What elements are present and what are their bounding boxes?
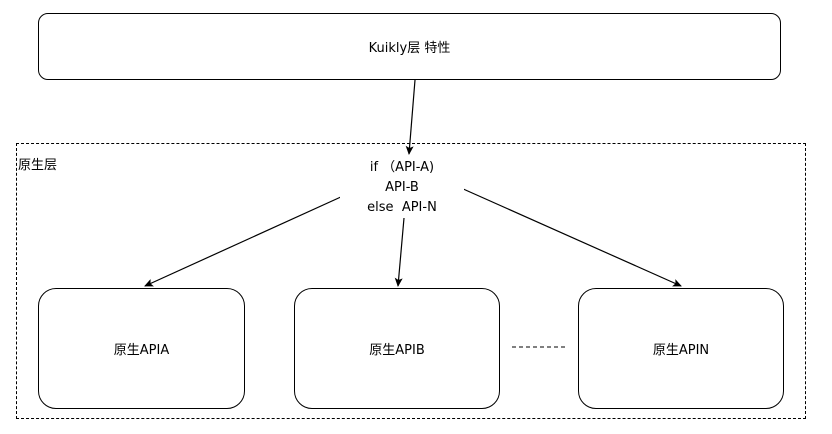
- condition-line-if: if （API-A): [369, 160, 435, 175]
- native-api-b-box[interactable]: 原生APIB: [294, 288, 500, 409]
- arrow-condition-to-api-a: [144, 195, 344, 287]
- kuikly-feature-label: Kuikly层 特性: [368, 41, 451, 56]
- arrow-condition-to-api-n: [460, 187, 682, 287]
- arrow-condition-to-api-b: [394, 217, 405, 287]
- native-api-n-label: 原生APIN: [652, 343, 710, 358]
- native-api-n-box[interactable]: 原生APIN: [578, 288, 784, 409]
- native-layer-label: 原生层: [18, 158, 58, 173]
- native-api-a-box[interactable]: 原生APIA: [38, 288, 245, 409]
- native-api-b-label: 原生APIB: [369, 343, 425, 358]
- native-api-a-label: 原生APIA: [113, 343, 170, 358]
- native-layer-container: [16, 143, 806, 419]
- condition-text: if （API-A) API-B else API-N: [340, 158, 464, 218]
- kuikly-feature-box[interactable]: Kuikly层 特性: [38, 13, 781, 80]
- condition-line-api-b: API-B: [385, 180, 419, 195]
- arrow-top-to-condition: [405, 79, 416, 155]
- condition-line-else: else API-N: [367, 200, 437, 215]
